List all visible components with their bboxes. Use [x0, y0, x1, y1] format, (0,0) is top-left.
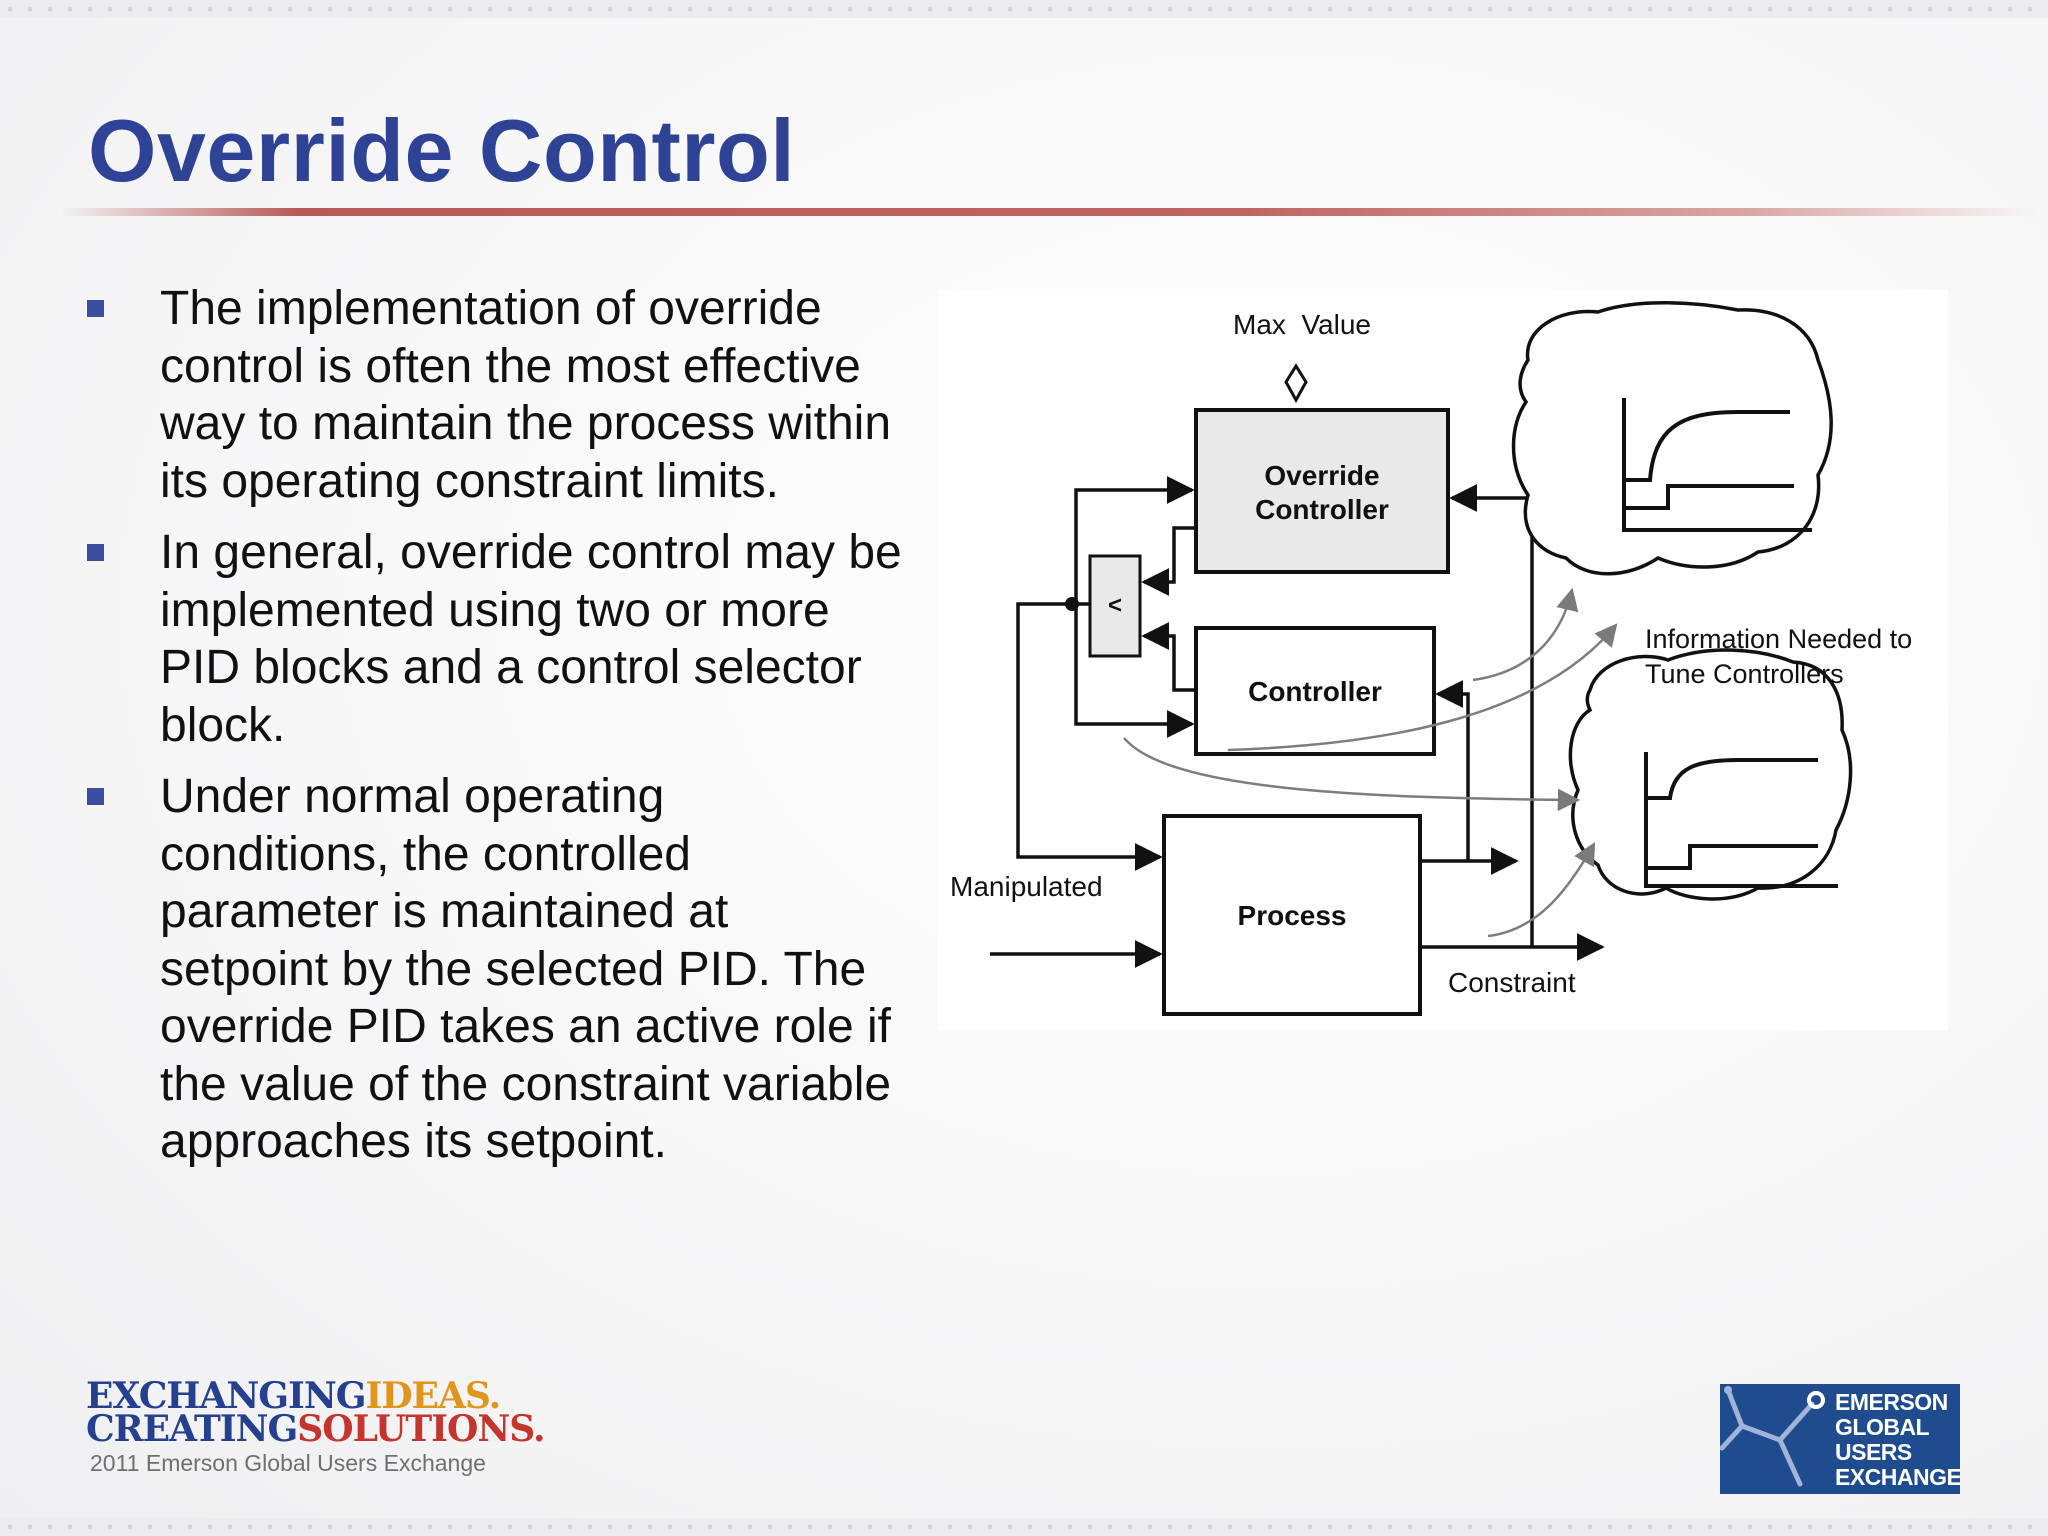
square-bullet-icon — [87, 544, 104, 561]
square-bullet-icon — [87, 788, 104, 805]
override-controller-label-line2: Controller — [1255, 494, 1389, 525]
network-graphic-icon — [1720, 1386, 1825, 1487]
info-needed-label-line2: Tune Controllers — [1645, 659, 1844, 689]
bullet-item: Under normal operating conditions, the c… — [86, 768, 906, 1171]
selector-symbol: < — [1108, 592, 1122, 619]
bullet-list: The implementation of override control i… — [86, 280, 906, 1185]
junction-dot — [1065, 597, 1079, 611]
top-dotted-border — [0, 0, 2048, 18]
emerson-global-users-exchange-logo: EMERSON GLOBAL USERS EXCHANGE — [1720, 1384, 1960, 1494]
override-control-diagram: Max Value Override Controller < Controll… — [950, 301, 1912, 1016]
logo-text-users: USERS — [1835, 1439, 1912, 1465]
bullet-text: Under normal operating conditions, the c… — [160, 770, 892, 1168]
constraint-label: Constraint — [1448, 967, 1576, 998]
controller-label: Controller — [1248, 676, 1382, 707]
square-bullet-icon — [87, 300, 104, 317]
bullet-item: In general, override control may be impl… — [86, 524, 906, 754]
tagline-line1: EXCHANGINGIDEAS. — [86, 1375, 501, 1417]
exchanging-ideas-logo: EXCHANGINGIDEAS. CREATINGSOLUTIONS. 2011… — [86, 1375, 606, 1476]
trend-plot-bottom — [1644, 752, 1838, 888]
title-underline — [60, 208, 2040, 216]
process-label: Process — [1238, 900, 1347, 931]
max-value-label: Max Value — [1233, 309, 1371, 340]
process-block — [1162, 814, 1422, 1016]
tagline-word-creating: CREATING — [86, 1408, 298, 1450]
info-curves — [1123, 587, 1618, 938]
manipulated-label: Manipulated — [950, 871, 1103, 902]
bullet-text: The implementation of override control i… — [160, 282, 892, 508]
override-controller-block — [1194, 408, 1450, 574]
info-needed-label-line1: Information Needed to — [1645, 624, 1912, 654]
bullet-text: In general, override control may be impl… — [160, 526, 902, 752]
tagline-word-solutions: SOLUTIONS. — [297, 1408, 545, 1450]
tagline-word-ideas: IDEAS. — [365, 1375, 501, 1417]
event-name: 2011 Emerson Global Users Exchange — [90, 1450, 486, 1476]
signal-wires — [990, 476, 1605, 968]
selector-block — [1088, 554, 1142, 658]
trend-cloud-top — [1511, 301, 1833, 576]
bottom-dotted-border — [0, 1518, 2048, 1536]
tagline-line2: CREATINGSOLUTIONS. — [86, 1408, 546, 1450]
override-controller-label-line1: Override — [1264, 460, 1379, 491]
slide-title: Override Control — [88, 101, 796, 200]
tagline-word-exchanging: EXCHANGING — [86, 1375, 366, 1417]
logo-text-emerson: EMERSON — [1835, 1389, 1948, 1415]
setpoint-diamond-icon — [1284, 363, 1308, 404]
logo-text-global: GLOBAL — [1835, 1414, 1930, 1440]
logo-text-exchange: EXCHANGE — [1835, 1464, 1960, 1490]
trend-plot-top — [1622, 398, 1812, 532]
bullet-item: The implementation of override control i… — [86, 280, 906, 510]
